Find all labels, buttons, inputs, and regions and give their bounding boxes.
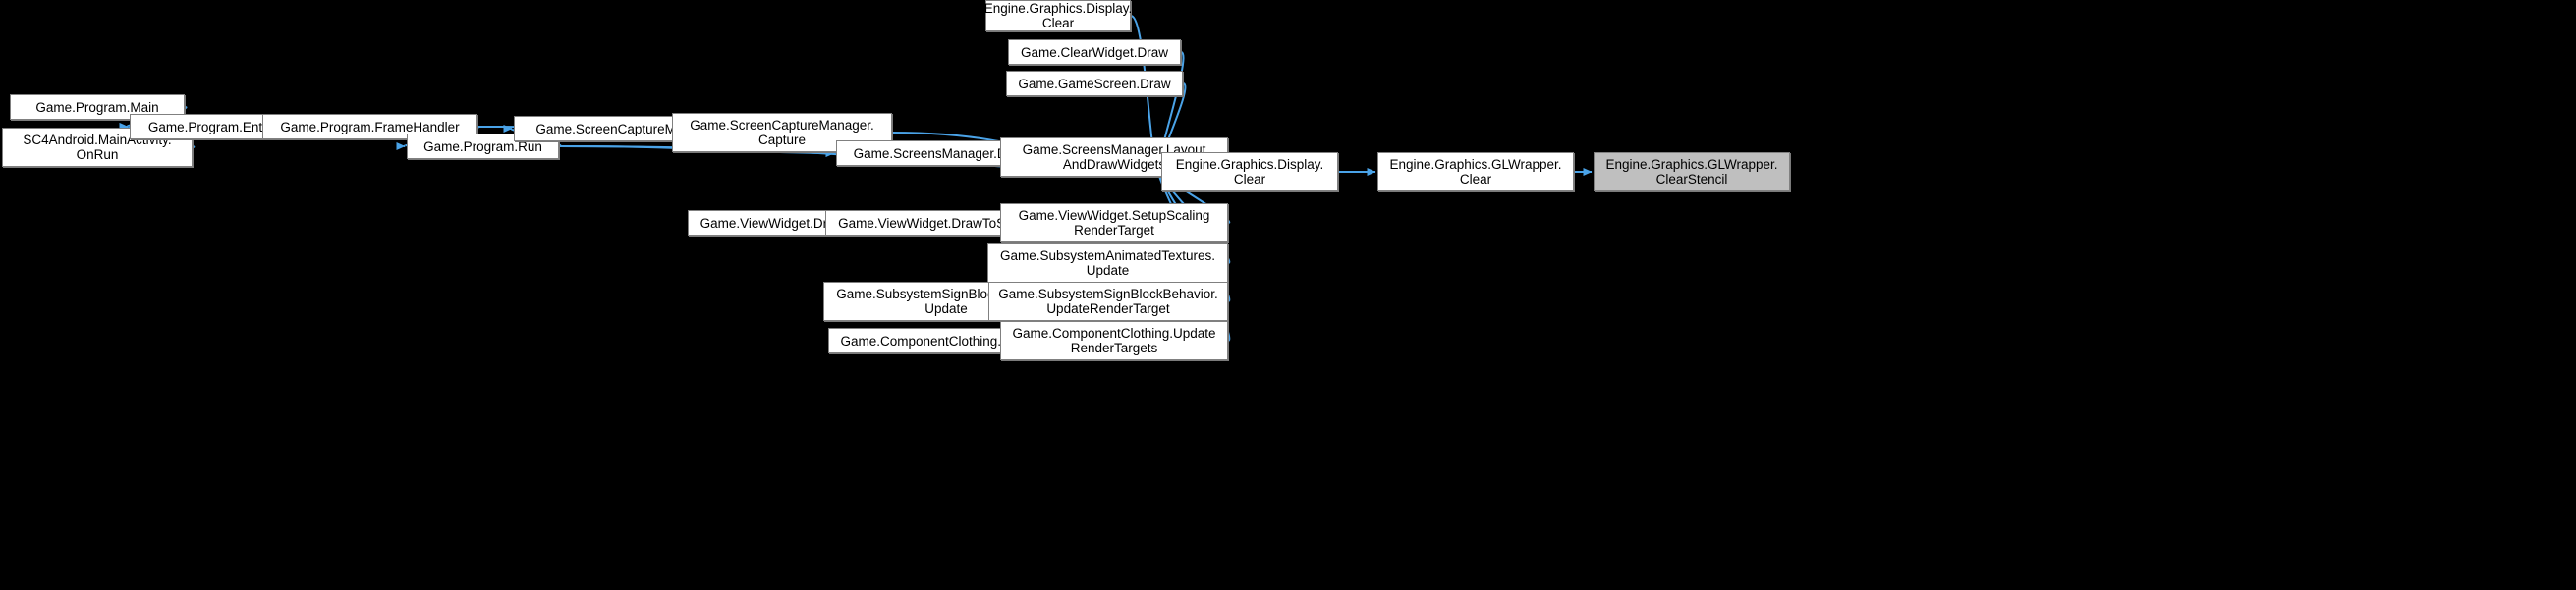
graph-node-label: Engine.Graphics.Display. Clear bbox=[983, 1, 1133, 30]
graph-node-label: Engine.Graphics.Display. Clear bbox=[1175, 157, 1324, 187]
graph-node-label: Game.ScreenCaptureManager. Capture bbox=[690, 118, 874, 147]
graph-node[interactable]: Engine.Graphics.GLWrapper. Clear bbox=[1377, 152, 1574, 191]
graph-node-label: Engine.Graphics.GLWrapper. Clear bbox=[1389, 157, 1562, 187]
graph-node[interactable]: Game.ScreensManager.Layout AndDrawWidget… bbox=[1000, 137, 1228, 177]
graph-node[interactable]: Game.GameScreen.Draw bbox=[1006, 71, 1183, 96]
graph-node-label: Game.GameScreen.Draw bbox=[1018, 76, 1171, 91]
graph-node[interactable]: Engine.Graphics.GLWrapper. ClearStencil bbox=[1594, 152, 1790, 191]
graph-node-label: Game.SubsystemSignBlockBehavior. UpdateR… bbox=[998, 287, 1218, 316]
graph-node-label: Game.Program.Main bbox=[35, 99, 159, 115]
graph-node-label: Game.Program.FrameHandler bbox=[280, 119, 460, 134]
graph-node-label: Game.ViewWidget.SetupScaling RenderTarge… bbox=[1018, 208, 1210, 238]
graph-node[interactable]: Game.ClearWidget.Draw bbox=[1008, 39, 1181, 65]
graph-node[interactable]: Game.ComponentClothing.Update RenderTarg… bbox=[1000, 321, 1228, 360]
graph-node-label: Game.SubsystemAnimatedTextures. Update bbox=[999, 248, 1216, 278]
graph-node-label: Game.ComponentClothing.Update RenderTarg… bbox=[1012, 326, 1216, 355]
graph-node-label: Game.ComponentClothing.Update bbox=[840, 333, 1044, 349]
graph-node-label: Game.ViewWidget.DrawToScreen bbox=[838, 215, 1038, 231]
graph-node[interactable]: Game.ScreenCaptureManager. Capture bbox=[672, 113, 892, 152]
graph-node[interactable]: Game.ViewWidget.SetupScaling RenderTarge… bbox=[1000, 203, 1228, 242]
graph-node[interactable]: Game.SubsystemAnimatedTextures. Update bbox=[987, 243, 1228, 283]
graph-node-label: Engine.Graphics.GLWrapper. ClearStencil bbox=[1605, 157, 1778, 187]
graph-node[interactable]: Game.SubsystemSignBlockBehavior. UpdateR… bbox=[988, 282, 1228, 321]
graph-node[interactable]: SC4Android.MainActivity. OnRun bbox=[2, 128, 193, 167]
graph-node-label: Game.ScreensManager.Draw bbox=[853, 145, 1029, 161]
graph-node-label: Game.Program.Run bbox=[423, 138, 542, 154]
graph-node-label: Game.ClearWidget.Draw bbox=[1020, 44, 1169, 60]
graph-node[interactable]: Engine.Graphics.Display. Clear bbox=[984, 0, 1132, 31]
graph-node[interactable]: Game.Program.FrameHandler bbox=[262, 114, 477, 139]
graph-node[interactable]: Engine.Graphics.Display. Clear bbox=[1161, 152, 1338, 191]
graph-node-label: Game.ViewWidget.Draw bbox=[700, 215, 845, 231]
graph-node-label: Game.ScreensManager.Layout AndDrawWidget… bbox=[1022, 142, 1206, 172]
